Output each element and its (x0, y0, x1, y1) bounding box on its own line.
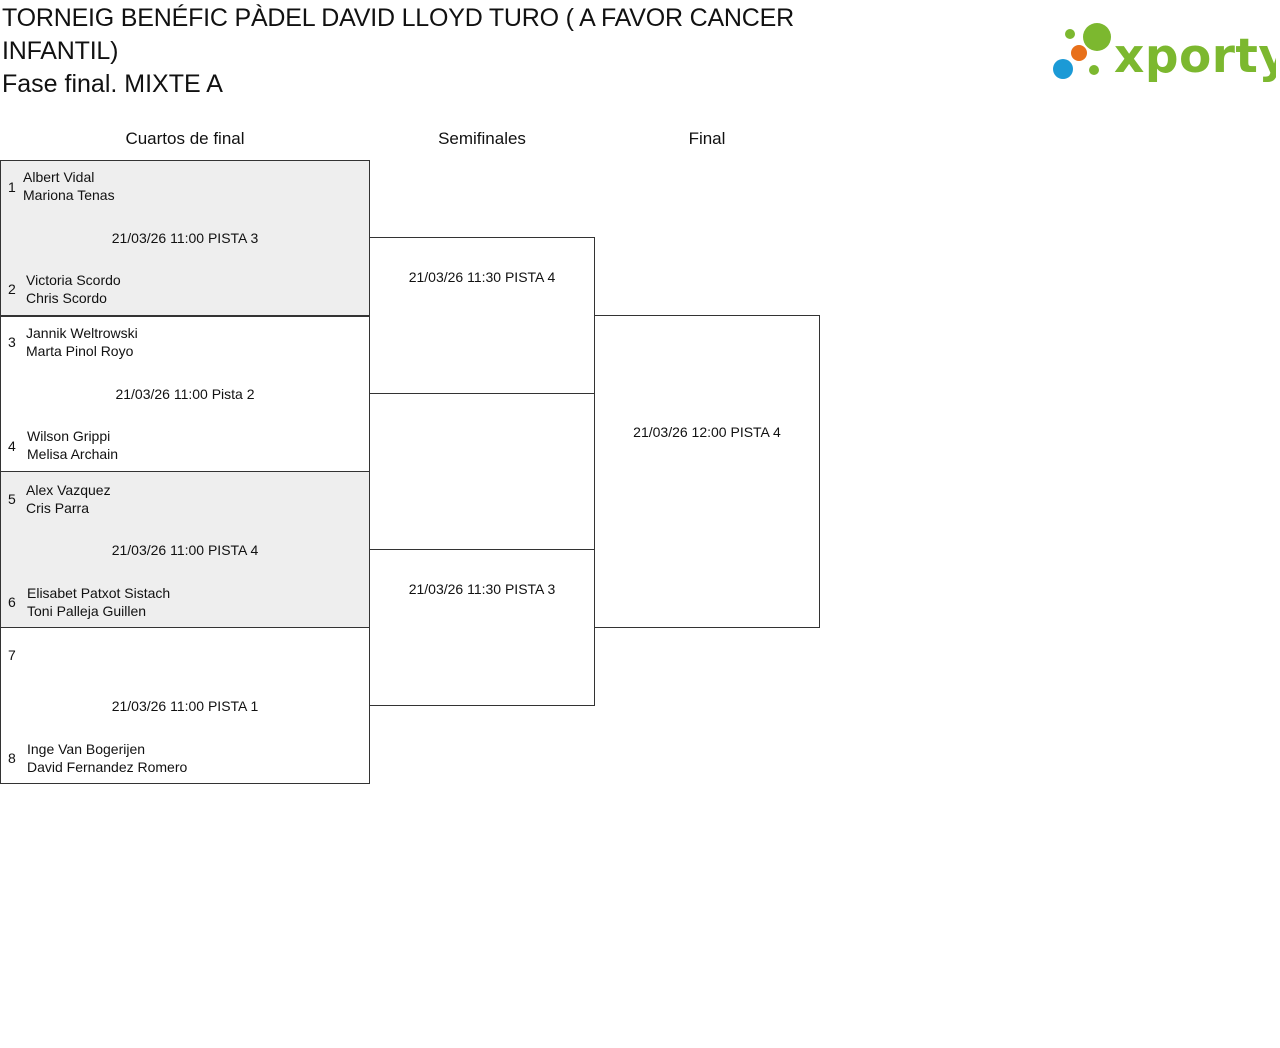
player-name: Victoria Scordo (26, 272, 121, 288)
player-name: Marta Pinol Royo (26, 343, 134, 359)
xporty-logo: xporty (1053, 23, 1276, 84)
player-name: Melisa Archain (27, 446, 119, 462)
team-bottom[interactable]: Victoria Scordo Chris Scordo (26, 271, 121, 307)
seed-number: 3 (8, 334, 16, 350)
match-schedule: 21/03/26 11:00 PISTA 4 (111, 542, 259, 558)
player-name: Chris Scordo (26, 290, 107, 306)
round-header-final: Final (688, 129, 726, 148)
logo-dot-green-small (1065, 29, 1075, 39)
player-name: Toni Palleja Guillen (27, 603, 147, 619)
player-name: Albert Vidal (23, 169, 95, 185)
semifinal-match-1[interactable]: 21/03/26 11:30 PISTA 4 (369, 237, 595, 394)
seed-number: 7 (8, 647, 16, 663)
seed-number: 2 (8, 281, 16, 297)
seed-number: 1 (8, 179, 16, 195)
quarterfinal-match-1[interactable]: 1 Albert Vidal Mariona Tenas 21/03/26 11… (0, 160, 370, 317)
team-bottom[interactable]: Wilson Grippi Melisa Archain (27, 427, 118, 463)
match-schedule: 21/03/26 11:00 PISTA 3 (111, 230, 259, 246)
round-header-quarterfinals: Cuartos de final (125, 129, 245, 148)
player-name: Mariona Tenas (23, 187, 115, 203)
seed-number: 5 (8, 491, 16, 507)
tournament-title: TORNEIG BENÉFIC PÀDEL DAVID LLOYD TURO (… (2, 4, 794, 65)
phase-subtitle: Fase final. MIXTE A (2, 70, 223, 98)
logo-dot-green-large (1083, 23, 1111, 51)
match-schedule: 21/03/26 11:30 PISTA 4 (408, 269, 556, 285)
player-name: Jannik Weltrowski (26, 325, 138, 341)
team-top[interactable]: Jannik Weltrowski Marta Pinol Royo (26, 324, 138, 360)
player-name: Cris Parra (26, 500, 90, 516)
quarterfinal-match-2[interactable]: 3 Jannik Weltrowski Marta Pinol Royo 21/… (0, 315, 370, 472)
final-match[interactable]: 21/03/26 12:00 PISTA 4 (594, 315, 820, 628)
team-top[interactable]: Alex Vazquez Cris Parra (26, 481, 111, 517)
match-schedule: 21/03/26 11:00 Pista 2 (115, 386, 255, 402)
team-bottom[interactable]: Inge Van Bogerijen David Fernandez Romer… (27, 740, 187, 776)
match-schedule: 21/03/26 11:00 PISTA 1 (111, 698, 259, 714)
player-name: Alex Vazquez (26, 482, 111, 498)
match-schedule: 21/03/26 12:00 PISTA 4 (633, 424, 781, 440)
seed-number: 8 (8, 750, 16, 766)
team-bottom[interactable]: Elisabet Patxot Sistach Toni Palleja Gui… (27, 584, 170, 620)
logo-dot-green-tiny (1089, 65, 1099, 75)
seed-number: 6 (8, 594, 16, 610)
player-name: David Fernandez Romero (27, 759, 188, 775)
seed-number: 4 (8, 438, 16, 454)
round-header-semifinals: Semifinales (438, 129, 526, 148)
quarterfinal-match-4[interactable]: 7 21/03/26 11:00 PISTA 1 8 Inge Van Boge… (0, 627, 370, 784)
logo-text: xporty (1114, 29, 1276, 84)
quarterfinal-match-3[interactable]: 5 Alex Vazquez Cris Parra 21/03/26 11:00… (0, 471, 370, 628)
logo-dot-blue (1053, 59, 1073, 79)
player-name: Elisabet Patxot Sistach (27, 585, 171, 601)
team-top[interactable]: Albert Vidal Mariona Tenas (23, 168, 115, 204)
semifinal-match-2[interactable]: 21/03/26 11:30 PISTA 3 (369, 549, 595, 706)
logo-dot-orange (1071, 45, 1087, 61)
player-name: Inge Van Bogerijen (27, 741, 146, 757)
player-name: Wilson Grippi (27, 428, 111, 444)
match-schedule: 21/03/26 11:30 PISTA 3 (408, 581, 556, 597)
